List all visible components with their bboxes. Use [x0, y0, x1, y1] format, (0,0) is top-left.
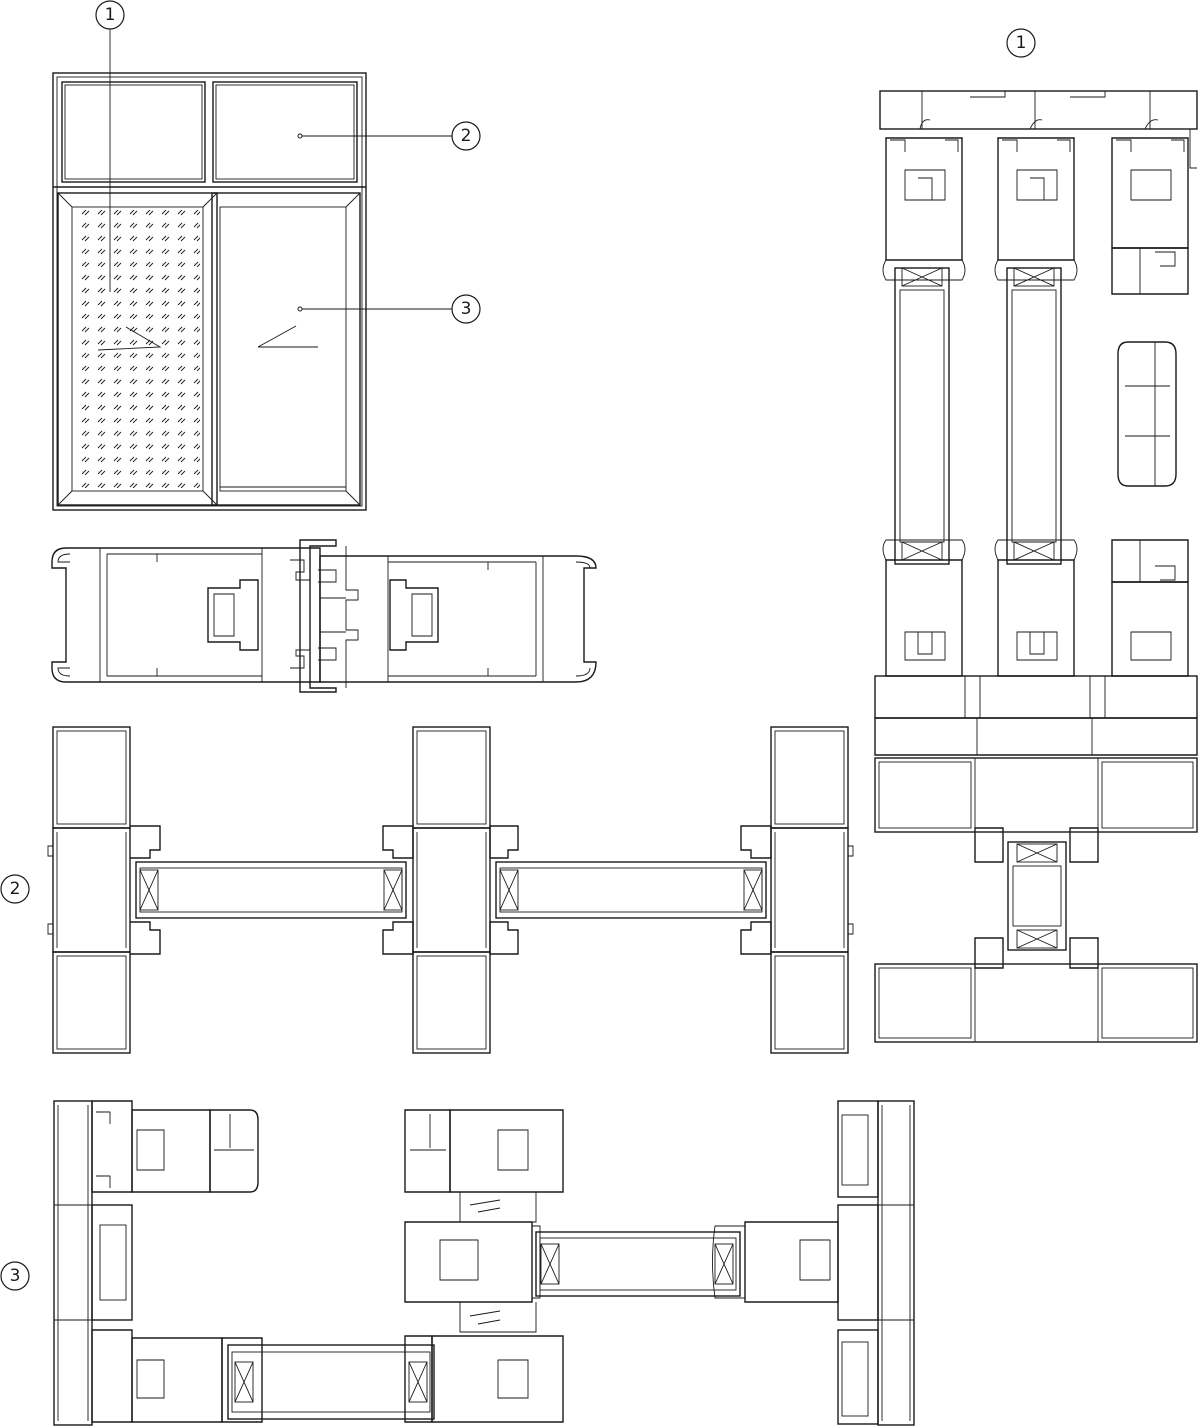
vertical-section-1 — [874, 90, 1198, 1043]
elevation-callout-3: 3 — [451, 294, 481, 324]
interlock-section — [51, 539, 597, 693]
sash-head-a — [882, 137, 966, 281]
section-callout-3-label: 3 — [10, 1266, 21, 1286]
screen-head — [1111, 137, 1189, 295]
elevation-callout-3-label: 3 — [461, 299, 472, 319]
section-callout-1: 1 — [1006, 28, 1036, 58]
section-callout-3: 3 — [0, 1261, 30, 1291]
sash-sill-a — [882, 539, 966, 677]
screen-mid — [1117, 341, 1177, 487]
section-callout-2-label: 2 — [10, 879, 21, 899]
elevation-callout-1-label: 1 — [105, 5, 116, 25]
horizontal-section-3 — [53, 1100, 915, 1426]
sash-sill-b — [994, 539, 1078, 677]
elevation-callout-2-label: 2 — [461, 126, 472, 146]
section-callout-1-label: 1 — [1016, 33, 1027, 53]
sash-head-b — [994, 137, 1078, 281]
horizontal-section-2 — [47, 726, 854, 1054]
window-elevation — [52, 29, 452, 511]
elevation-callout-1: 1 — [95, 0, 125, 30]
screen-sill — [1111, 539, 1189, 677]
section-callout-2: 2 — [0, 874, 30, 904]
elevation-callout-2: 2 — [451, 121, 481, 151]
